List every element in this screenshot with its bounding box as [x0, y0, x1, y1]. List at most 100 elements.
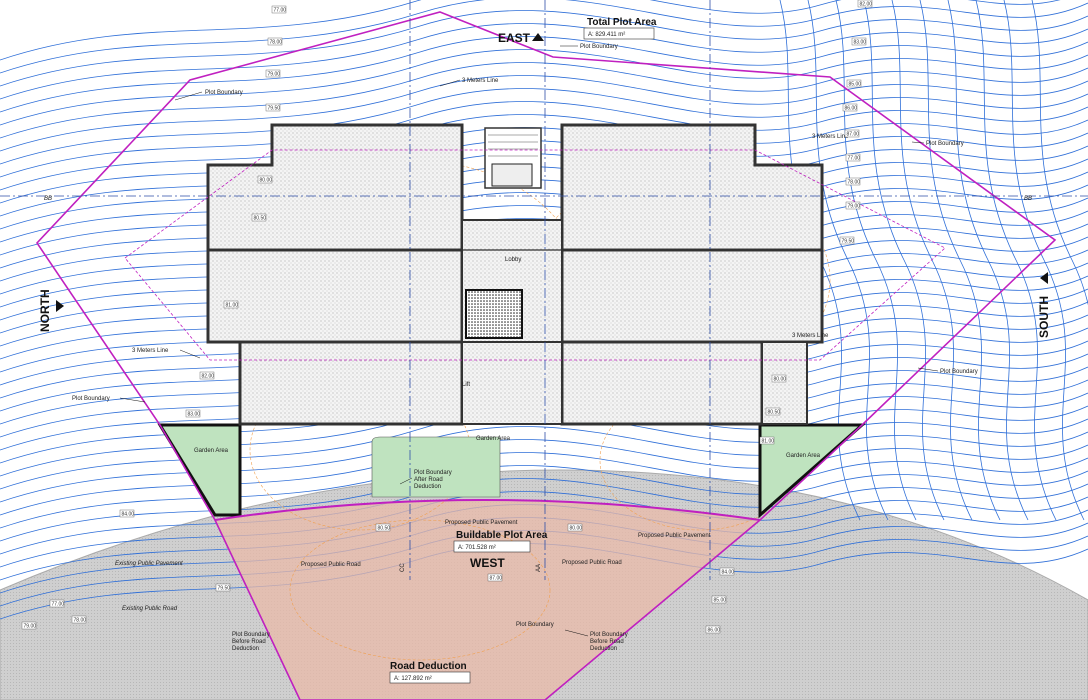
contour-tag-text: 86.00	[845, 106, 858, 112]
svg-text:Deduction: Deduction	[590, 646, 617, 652]
contour-line	[947, 0, 1029, 521]
svg-text:Garden Area: Garden Area	[786, 453, 821, 459]
contour-tag-box	[199, 371, 215, 380]
svg-text:Existing Public Road: Existing Public Road	[122, 606, 178, 612]
road-deduction-box: Road Deduction A: 127.892 m²	[389, 661, 471, 684]
section-bb-right: BB	[1024, 196, 1032, 202]
contour-tag-box	[845, 177, 861, 186]
contour-line	[807, 0, 889, 521]
svg-text:Buildable Plot Area: Buildable Plot Area	[456, 530, 548, 541]
contour-line	[0, 36, 1088, 113]
south-label: SOUTH	[1037, 296, 1051, 338]
contour-tag-box	[267, 37, 283, 46]
contour-tag-box	[851, 37, 867, 46]
contour-tag-box	[487, 573, 503, 582]
section-bb-left: BB	[44, 196, 52, 202]
svg-text:A: 829.411 m²: A: 829.411 m²	[588, 32, 625, 38]
contour-line	[919, 0, 1001, 521]
contour-tag-box	[842, 103, 858, 112]
west-label: WEST	[470, 556, 505, 570]
contour-line	[0, 10, 1088, 87]
building-footprint	[206, 123, 824, 426]
contour-tag-box	[185, 409, 201, 418]
contour-line	[891, 0, 973, 521]
contour-tag-text: 84.00	[122, 512, 135, 518]
contour-tag-text: 80.50	[378, 526, 391, 532]
svg-text:Plot Boundary: Plot Boundary	[205, 90, 243, 96]
contour-tag-box	[844, 129, 860, 138]
svg-text:Before Road: Before Road	[232, 639, 266, 645]
section-aa-label: AA	[536, 564, 542, 572]
contour-line	[0, 478, 1088, 555]
contour-tag-box	[71, 615, 87, 624]
plot-boundary-after-road	[214, 499, 761, 521]
svg-text:Plot Boundary: Plot Boundary	[926, 141, 964, 147]
contour-tag-text: 85.00	[849, 82, 862, 88]
contour-tag-text: 77.00	[52, 602, 65, 608]
callouts: Plot Boundary Plot Boundary 3 Meters Lin…	[72, 44, 978, 652]
contour-tag-text: 79.00	[848, 204, 861, 210]
contour-tag-box	[845, 201, 861, 210]
contour-line	[0, 23, 1088, 100]
contour-tag-text: 80.00	[774, 377, 787, 383]
contour-tag-box	[705, 625, 721, 634]
contour-tag-box	[845, 153, 861, 162]
contour-tag-box	[711, 595, 727, 604]
svg-text:A: 701.528 m²: A: 701.528 m²	[458, 545, 496, 551]
contour-tag-box	[857, 0, 873, 8]
svg-text:3 Meters Line: 3 Meters Line	[462, 78, 499, 84]
contour-line	[0, 465, 1088, 542]
contour-tag-text: 81.00	[762, 439, 775, 445]
svg-text:Proposed Public Road: Proposed Public Road	[301, 562, 361, 568]
svg-text:Deduction: Deduction	[414, 484, 441, 490]
svg-text:Garden Area: Garden Area	[194, 448, 229, 454]
contour-tags: 77.0078.0079.0079.5080.0080.5081.0082.00…	[21, 0, 873, 634]
svg-text:Plot Boundary: Plot Boundary	[516, 622, 554, 628]
contour-tag-box	[265, 103, 281, 112]
north-arrow-icon	[56, 300, 64, 312]
contour-tag-text: 86.00	[708, 628, 721, 634]
three-meter-line	[124, 149, 946, 361]
svg-text:Proposed Public Pavement: Proposed Public Pavement	[638, 533, 711, 539]
contour-tag-text: 78.00	[74, 618, 87, 624]
contour-tag-text: 84.00	[722, 570, 735, 576]
svg-text:Plot Boundary: Plot Boundary	[232, 632, 270, 638]
contour-line	[0, 452, 1088, 529]
section-cc-label: CC	[400, 563, 406, 572]
contour-line	[0, 127, 1088, 204]
svg-text:Existing Public Pavement: Existing Public Pavement	[115, 561, 183, 567]
svg-text:A: 127.892 m²: A: 127.892 m²	[394, 676, 432, 682]
svg-text:Proposed Public Road: Proposed Public Road	[562, 560, 622, 566]
contour-tag-text: 78.00	[848, 180, 861, 186]
contour-tag-text: 87.00	[490, 576, 503, 582]
east-label: EAST	[498, 31, 531, 45]
contour-tag-text: 80.00	[570, 526, 583, 532]
svg-text:3 Meters Line: 3 Meters Line	[132, 348, 169, 354]
contour-tag-box	[257, 175, 273, 184]
contour-tag-text: 80.50	[768, 410, 781, 416]
svg-text:Road Deduction: Road Deduction	[390, 661, 467, 672]
svg-text:3 Meters Line: 3 Meters Line	[792, 333, 829, 339]
contour-line	[0, 0, 1088, 74]
svg-text:Plot Boundary: Plot Boundary	[580, 44, 618, 50]
contour-line	[1003, 0, 1085, 521]
contour-tag-text: 83.00	[188, 412, 201, 418]
contour-tag-text: 78.00	[270, 40, 283, 46]
svg-text:After Road: After Road	[414, 477, 443, 483]
plot-boundary[interactable]	[35, 11, 1057, 700]
contour-tag-text: 79.50	[268, 106, 281, 112]
buildable-plot-area-box: Buildable Plot Area A: 701.528 m²	[453, 530, 548, 553]
svg-text:Lobby: Lobby	[505, 257, 521, 263]
svg-text:Plot Boundary: Plot Boundary	[590, 632, 628, 638]
contour-line	[0, 114, 1088, 191]
svg-text:Deduction: Deduction	[232, 646, 259, 652]
svg-text:Plot Boundary: Plot Boundary	[940, 369, 978, 375]
contour-line	[0, 491, 1088, 568]
contour-tag-text: 81.00	[226, 303, 239, 309]
contour-tag-box	[846, 79, 862, 88]
contour-tag-box	[49, 599, 65, 608]
contour-line	[0, 101, 1088, 178]
north-label: NORTH	[38, 289, 52, 332]
total-plot-area-box: Total Plot Area A: 829.411 m²	[583, 17, 657, 40]
